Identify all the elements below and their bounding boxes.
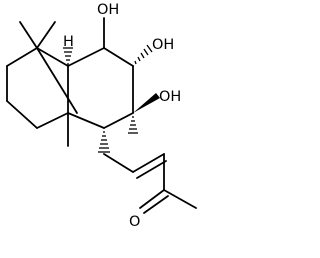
wedge-bond-c2-oh [133, 93, 160, 113]
hashed-bond-c4a-h [63, 47, 73, 65]
bond-c4a-c5-ring [36, 47, 69, 67]
bond-c5-methyl-left [19, 21, 38, 49]
bond-c5-methyl-right [36, 21, 56, 49]
bond-c7-c8 [6, 100, 38, 129]
bond-c4-c3 [103, 47, 134, 67]
label-oh-c3: OH [152, 37, 174, 53]
hashed-bond-c3-oh [134, 44, 153, 65]
bond-c4a-c5 [36, 47, 78, 114]
ring-b-bonds [67, 47, 134, 129]
label-o-ketone: O [129, 214, 140, 230]
ring-a-bonds [6, 47, 78, 129]
bond-carbonyl-o-b [143, 195, 169, 214]
label-oh-c4: OH [97, 2, 119, 18]
hashed-bond-c1-sidechain [98, 131, 110, 153]
bond-c4a-c4 [67, 47, 105, 67]
bond-vinyl-double-a [132, 153, 165, 173]
atom-labels: OH OH OH H O [63, 2, 181, 230]
sidechain-bonds [103, 153, 197, 214]
bond-carbonyl-methyl [163, 189, 197, 209]
bond-c1-c8a [67, 112, 105, 129]
bond-c1-vinyl [103, 153, 134, 173]
molecule-structure-diagram: OH OH OH H O [6, 2, 197, 230]
bond-c8-c8a [36, 112, 69, 129]
bond-c5-c6 [6, 47, 38, 67]
gem-dimethyl-bonds [19, 21, 56, 49]
bond-carbonyl-o-a [139, 189, 165, 209]
label-oh-c2: OH [159, 89, 181, 105]
bond-vinyl-double-b [136, 160, 167, 179]
label-h-c4a: H [63, 34, 74, 50]
hashed-bond-c2-methyl [128, 116, 138, 134]
bond-c2-c1 [103, 112, 134, 129]
